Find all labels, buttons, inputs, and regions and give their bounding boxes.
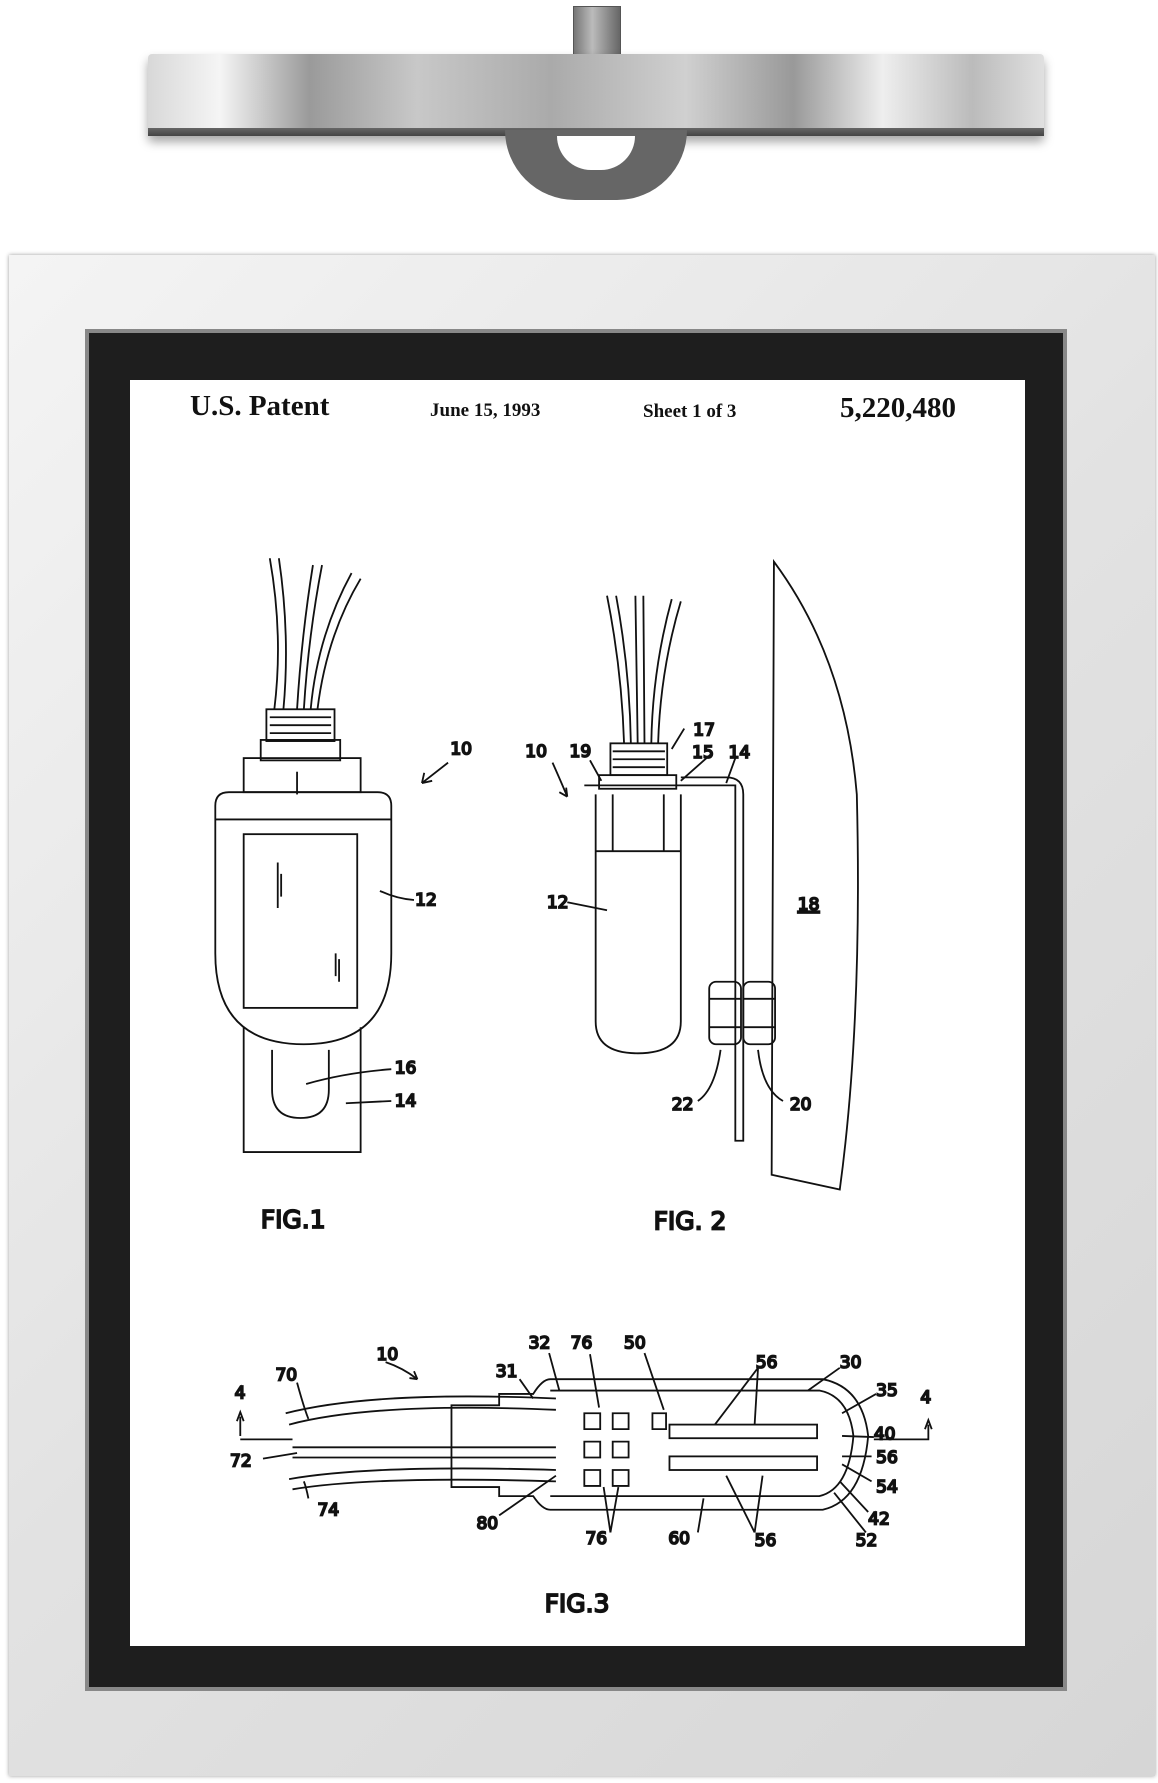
fig2-label-14: 14 (729, 743, 751, 763)
fig2-label-20: 20 (790, 1095, 812, 1115)
fig3-label-35: 35 (876, 1381, 898, 1401)
fig3-label-32: 32 (529, 1334, 551, 1354)
lamp-mount-stem (573, 6, 621, 60)
fig3-label-40: 40 (874, 1424, 896, 1444)
figure-1-drawing (214, 558, 449, 1153)
patent-sheet-number: Sheet 1 of 3 (643, 401, 737, 422)
fig3-label-70: 70 (275, 1365, 297, 1385)
fig3-caption: FIG.3 (545, 1589, 610, 1618)
fig1-label-14: 14 (395, 1092, 417, 1112)
fig1-caption: FIG.1 (261, 1205, 326, 1234)
fig3-label-74: 74 (317, 1500, 339, 1520)
patent-sheet: U.S. Patent June 15, 1993 Sheet 1 of 3 5… (130, 380, 1025, 1646)
fig2-label-18: 18 (798, 895, 820, 915)
fig2-label-22: 22 (672, 1095, 694, 1115)
patent-office: U.S. Patent (190, 390, 330, 422)
fig3-label-76-bottom: 76 (585, 1529, 607, 1549)
patent-date: June 15, 1993 (430, 400, 541, 421)
figure-2-drawing (551, 558, 859, 1191)
fig3-label-31: 31 (496, 1362, 518, 1382)
picture-lamp (148, 54, 1044, 136)
fig3-label-42: 42 (868, 1510, 890, 1530)
fig2-caption: FIG. 2 (654, 1206, 727, 1235)
fig1-label-10: 10 (450, 740, 472, 760)
fig3-label-4-left: 4 (235, 1383, 246, 1403)
fig2-label-15: 15 (692, 743, 714, 763)
fig3-label-72: 72 (230, 1452, 252, 1472)
fig2-label-10: 10 (525, 742, 547, 762)
patent-drawings: 10 12 16 14 FIG.1 10 19 17 15 14 12 18 2… (214, 558, 933, 1619)
fig3-label-56-top: 56 (756, 1353, 778, 1373)
fig2-label-17: 17 (693, 720, 715, 740)
fig3-label-50: 50 (624, 1334, 646, 1354)
fig3-label-54: 54 (876, 1478, 898, 1498)
fig3-label-76-top: 76 (571, 1334, 593, 1354)
fig1-label-12: 12 (415, 891, 437, 911)
lamp-mount-ring (505, 130, 687, 200)
fig3-label-80: 80 (476, 1514, 498, 1534)
fig3-label-30: 30 (840, 1353, 862, 1373)
fig1-label-16: 16 (395, 1059, 417, 1079)
fig3-label-52: 52 (856, 1531, 878, 1551)
fig2-label-19: 19 (570, 742, 592, 762)
patent-number: 5,220,480 (840, 392, 956, 424)
fig3-label-10: 10 (377, 1345, 399, 1365)
fig3-label-4-right: 4 (920, 1388, 931, 1408)
fig3-label-60: 60 (668, 1529, 690, 1549)
fig3-label-56-bottom: 56 (755, 1531, 777, 1551)
fig3-label-56-right: 56 (876, 1448, 898, 1468)
figure-3-drawing (236, 1352, 933, 1534)
fig2-label-12: 12 (547, 893, 569, 913)
